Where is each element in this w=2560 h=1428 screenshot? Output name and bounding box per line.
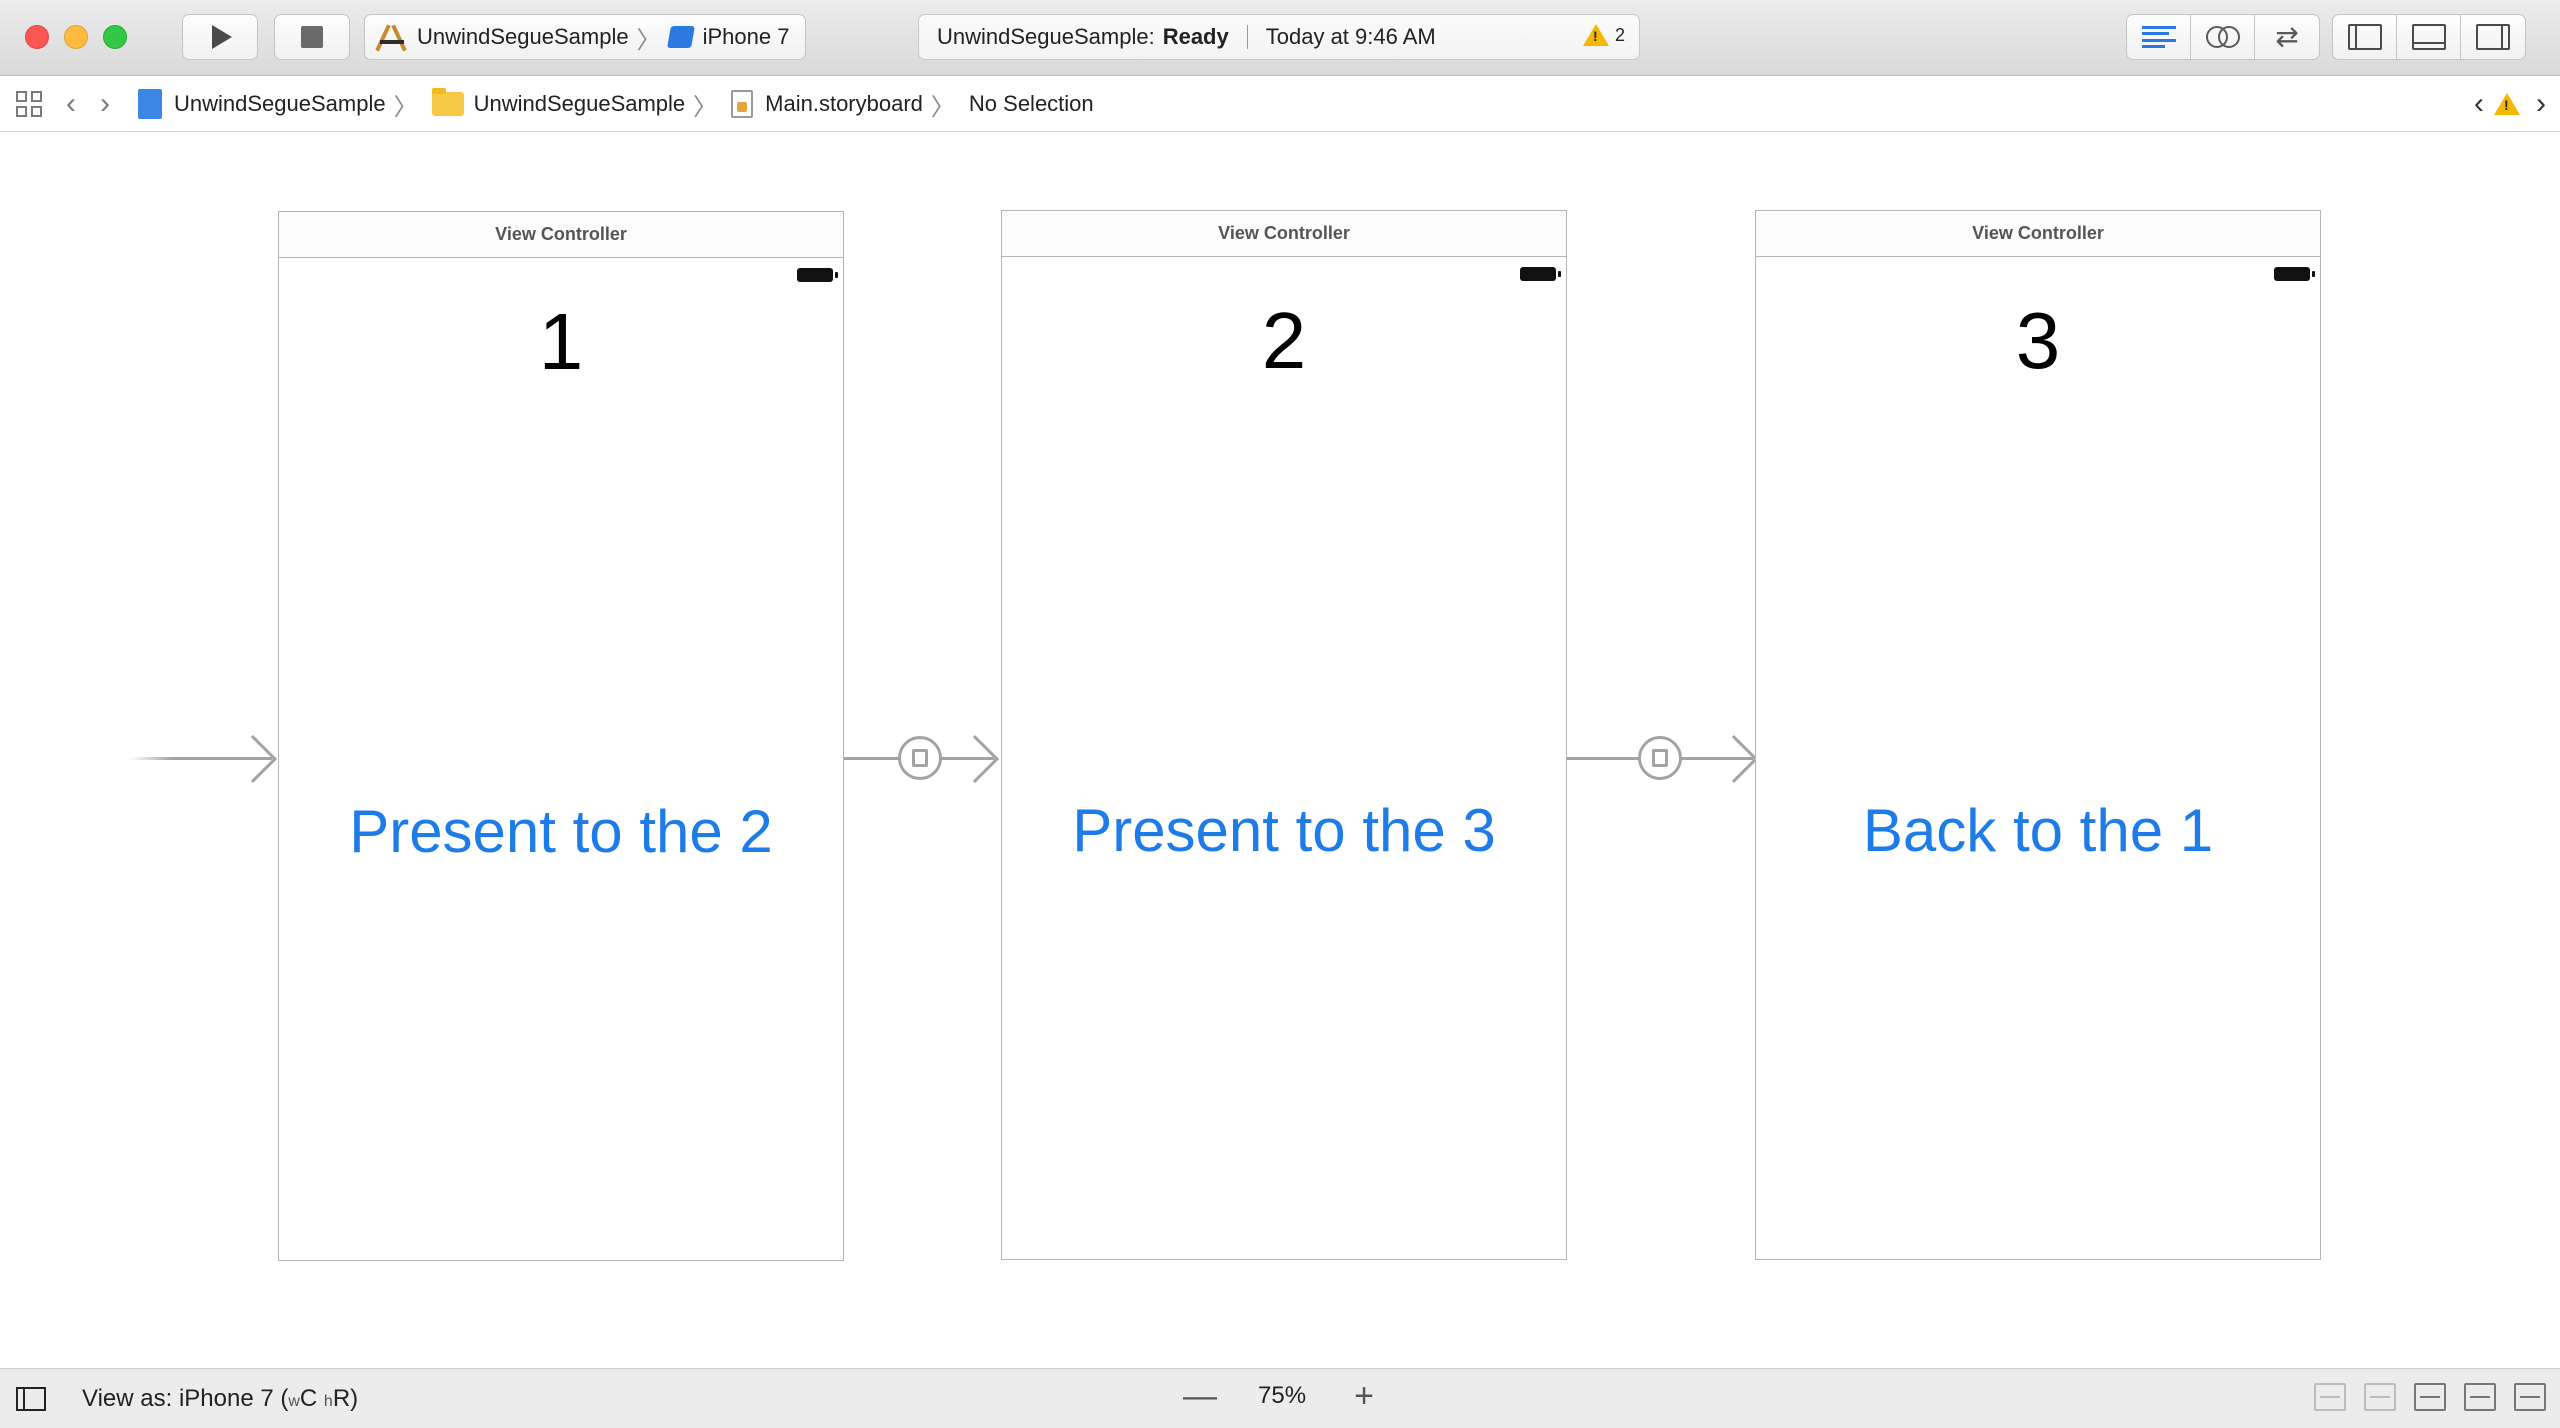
breadcrumb-label: UnwindSegueSample bbox=[473, 91, 686, 116]
scene-number-label[interactable]: 3 bbox=[2015, 296, 2061, 385]
run-button[interactable] bbox=[182, 14, 258, 60]
zoom-window-button[interactable] bbox=[103, 25, 127, 49]
size-class-height: R bbox=[332, 1384, 351, 1412]
view-as-device-button[interactable]: View as: iPhone 7 (wC hR) bbox=[82, 1385, 358, 1413]
assistant-editor-icon bbox=[2205, 24, 2240, 50]
battery-icon bbox=[1520, 267, 1561, 281]
scene-number-label[interactable]: 2 bbox=[1261, 296, 1307, 385]
scheme-name[interactable]: UnwindSegueSample bbox=[417, 24, 629, 49]
view-as-suffix: ) bbox=[350, 1384, 359, 1412]
size-class-width: C bbox=[299, 1384, 324, 1412]
forward-chevron-icon[interactable]: › bbox=[100, 87, 110, 120]
breadcrumb-project[interactable]: UnwindSegueSample 〉 bbox=[138, 87, 418, 122]
back-chevron-icon[interactable]: ‹ bbox=[66, 87, 76, 120]
initial-view-controller-arrow[interactable] bbox=[130, 757, 272, 760]
window-toolbar: UnwindSegueSample 〉 iPhone 7 UnwindSegue… bbox=[0, 0, 2560, 76]
breadcrumb-label: Main.storyboard bbox=[765, 91, 923, 116]
minimize-window-button[interactable] bbox=[64, 25, 88, 49]
scene-title[interactable]: View Controller bbox=[1756, 211, 2320, 257]
xcode-app-icon bbox=[375, 22, 407, 52]
standard-editor-icon bbox=[2141, 26, 2176, 48]
warning-icon[interactable] bbox=[2494, 93, 2520, 115]
arrow-head-icon bbox=[950, 734, 1000, 784]
layout-tools bbox=[2314, 1383, 2546, 1411]
breadcrumb-label: UnwindSegueSample bbox=[174, 91, 386, 116]
version-editor-icon: ⇄ bbox=[2275, 21, 2299, 52]
size-class-height-prefix: h bbox=[323, 1392, 333, 1410]
present-to-3-button[interactable]: Present to the 3 bbox=[1072, 797, 1496, 864]
activity-project: UnwindSegueSample: bbox=[937, 24, 1155, 49]
zoom-out-button[interactable]: — bbox=[1183, 1377, 1217, 1415]
warning-icon bbox=[1582, 24, 1609, 46]
align-icon[interactable] bbox=[2414, 1383, 2446, 1411]
update-frames-icon[interactable] bbox=[2314, 1383, 2346, 1411]
related-items-icon[interactable] bbox=[16, 91, 42, 117]
activity-time: Today at 9:46 AM bbox=[1265, 24, 1436, 49]
device-name[interactable]: iPhone 7 bbox=[702, 24, 790, 49]
warning-indicator[interactable]: 2 bbox=[1582, 24, 1625, 46]
breadcrumb-file[interactable]: Main.storyboard 〉 bbox=[731, 87, 955, 122]
document-outline-icon[interactable] bbox=[16, 1386, 46, 1411]
panel-visibility-control bbox=[2332, 14, 2526, 60]
jump-bar: ‹ › UnwindSegueSample 〉 UnwindSegueSampl… bbox=[0, 77, 2560, 132]
present-to-2-button[interactable]: Present to the 2 bbox=[349, 798, 773, 865]
view-controller-scene-2[interactable]: View Controller 2 Present to the 3 bbox=[1001, 210, 1567, 1260]
assistant-editor-button[interactable] bbox=[2191, 15, 2255, 59]
activity-divider bbox=[1246, 25, 1248, 49]
scheme-selector[interactable]: UnwindSegueSample 〉 iPhone 7 bbox=[364, 14, 806, 60]
editor-mode-control: ⇄ bbox=[2126, 14, 2320, 60]
version-editor-button[interactable]: ⇄ bbox=[2255, 15, 2319, 59]
canvas-bottom-bar: View as: iPhone 7 (wC hR) — 75% + bbox=[0, 1368, 2560, 1428]
scheme-separator: 〉 bbox=[636, 26, 661, 54]
segue-icon[interactable] bbox=[898, 736, 942, 780]
embed-in-stack-icon[interactable] bbox=[2364, 1383, 2396, 1411]
activity-viewer: UnwindSegueSample: Ready Today at 9:46 A… bbox=[918, 14, 1640, 60]
iphone-device-icon bbox=[666, 26, 695, 48]
stop-icon bbox=[301, 26, 323, 48]
storyboard-file-icon bbox=[731, 90, 754, 118]
stop-button[interactable] bbox=[274, 14, 350, 60]
breadcrumb-group[interactable]: UnwindSegueSample 〉 bbox=[431, 87, 718, 122]
breadcrumb-label: No Selection bbox=[968, 91, 1094, 116]
zoom-in-button[interactable]: + bbox=[1354, 1377, 1374, 1415]
zoom-level[interactable]: 75% bbox=[1258, 1382, 1307, 1409]
play-icon bbox=[212, 25, 232, 49]
back-to-1-button[interactable]: Back to the 1 bbox=[1862, 797, 2214, 864]
view-controller-scene-3[interactable]: View Controller 3 Back to the 1 bbox=[1755, 210, 2321, 1260]
breadcrumb-separator: 〉 bbox=[393, 93, 418, 121]
folder-icon bbox=[431, 88, 464, 116]
close-window-button[interactable] bbox=[25, 25, 49, 49]
toggle-navigator-button[interactable] bbox=[2333, 15, 2397, 59]
arrow-head-icon bbox=[1709, 734, 1759, 784]
warning-count: 2 bbox=[1614, 24, 1625, 45]
project-icon bbox=[138, 89, 162, 119]
next-issue-icon[interactable]: › bbox=[2536, 87, 2546, 120]
battery-icon bbox=[2274, 267, 2315, 281]
breadcrumb-separator: 〉 bbox=[930, 93, 955, 121]
debug-area-icon bbox=[2411, 24, 2446, 50]
toggle-debug-area-button[interactable] bbox=[2397, 15, 2461, 59]
arrow-head-icon bbox=[228, 734, 278, 784]
utilities-panel-icon bbox=[2476, 24, 2510, 50]
segue-icon[interactable] bbox=[1638, 736, 1682, 780]
battery-icon bbox=[797, 268, 838, 282]
zoom-controls: — 75% + bbox=[1180, 1379, 1384, 1413]
issue-navigator: ‹ › bbox=[2474, 89, 2546, 119]
scene-number-label[interactable]: 1 bbox=[538, 297, 584, 386]
view-controller-scene-1[interactable]: View Controller 1 Present to the 2 bbox=[278, 211, 844, 1261]
toggle-utilities-button[interactable] bbox=[2461, 15, 2525, 59]
breadcrumb-separator: 〉 bbox=[693, 93, 718, 121]
navigator-panel-icon bbox=[2347, 24, 2382, 50]
size-class-width-prefix: w bbox=[288, 1392, 300, 1410]
previous-issue-icon[interactable]: ‹ bbox=[2474, 87, 2484, 120]
activity-status: Ready bbox=[1162, 24, 1229, 49]
resolve-autolayout-icon[interactable] bbox=[2514, 1383, 2546, 1411]
scene-title[interactable]: View Controller bbox=[279, 212, 843, 258]
view-as-label: View as: iPhone 7 ( bbox=[82, 1384, 289, 1412]
pin-icon[interactable] bbox=[2464, 1383, 2496, 1411]
scene-title[interactable]: View Controller bbox=[1002, 211, 1566, 257]
storyboard-canvas[interactable]: View Controller 1 Present to the 2 View … bbox=[0, 133, 2560, 1367]
standard-editor-button[interactable] bbox=[2127, 15, 2191, 59]
breadcrumb-selection[interactable]: No Selection bbox=[969, 91, 1094, 117]
